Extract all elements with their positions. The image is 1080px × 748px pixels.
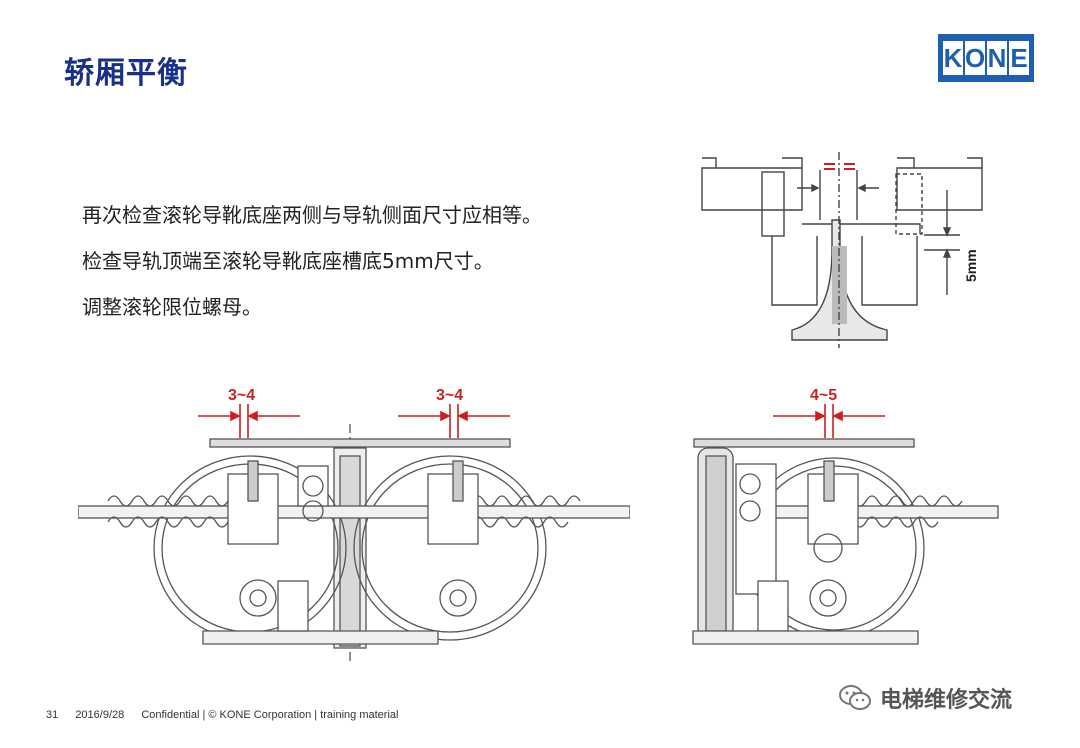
slide-footer: 31 2016/9/28 Confidential | © KONE Corpo… bbox=[46, 709, 412, 721]
dimension-label-5mm: 5mm bbox=[963, 249, 979, 282]
roller-guide-pair-diagram: 3~4 3~4 bbox=[78, 387, 630, 661]
logo-letter: N bbox=[987, 41, 1007, 75]
footer-date: 2016/9/28 bbox=[75, 709, 125, 721]
body-text: 再次检查滚轮导靴底座两侧与导轨侧面尺寸应相等。 检查导轨顶端至滚轮导靴底座槽底5… bbox=[82, 192, 542, 330]
body-line: 再次检查滚轮导靴底座两侧与导轨侧面尺寸应相等。 bbox=[82, 203, 542, 227]
logo-letter: O bbox=[965, 41, 986, 75]
gap-label-left: 3~4 bbox=[228, 387, 255, 404]
gap-label-middle: 3~4 bbox=[436, 387, 463, 404]
roller-guide-side-diagram: 4~5 bbox=[692, 387, 999, 645]
body-line: 检查导轨顶端至滚轮导靴底座槽底5mm尺寸。 bbox=[82, 249, 494, 273]
wechat-icon bbox=[839, 685, 871, 710]
body-line: 调整滚轮限位螺母。 bbox=[82, 295, 262, 319]
logo-letter: E bbox=[1009, 41, 1029, 75]
rail-gap-diagram: 5mm bbox=[701, 152, 983, 348]
footer-confidential: Confidential | © KONE Corporation | trai… bbox=[141, 709, 399, 721]
logo-letter: K bbox=[943, 41, 963, 75]
gap-label-right: 4~5 bbox=[810, 387, 837, 404]
kone-logo: K O N E bbox=[938, 34, 1034, 82]
page-number: 31 bbox=[46, 709, 59, 721]
wechat-watermark: 电梯维修交流 bbox=[838, 682, 1012, 714]
watermark-text: 电梯维修交流 bbox=[880, 688, 1013, 713]
slide-title: 轿厢平衡 bbox=[64, 56, 188, 91]
